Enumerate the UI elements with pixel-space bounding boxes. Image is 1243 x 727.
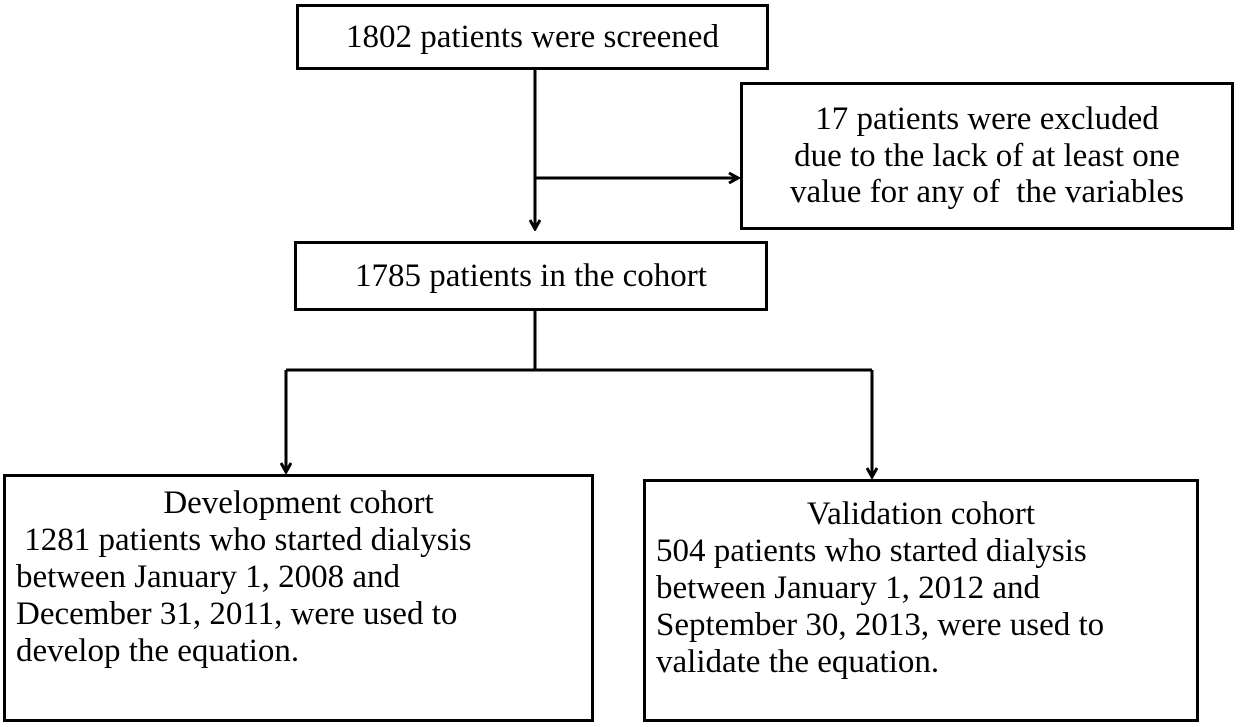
development-line: December 31, 2011, were used to <box>16 595 458 632</box>
development-title: Development cohort <box>163 485 434 521</box>
screened-text: 1802 patients were screened <box>346 18 719 55</box>
cohort-box: 1785 patients in the cohort <box>294 241 768 311</box>
validation-line: September 30, 2013, were used to <box>656 606 1105 643</box>
development-line: between January 1, 2008 and <box>16 558 400 595</box>
development-line: develop the equation. <box>16 632 300 669</box>
excluded-line: value for any of the variables <box>789 174 1184 211</box>
development-cohort-box: Development cohort 1281 patients who sta… <box>3 474 594 722</box>
validation-cohort-box: Validation cohort 504 patients who start… <box>643 479 1199 722</box>
screened-box: 1802 patients were screened <box>296 4 769 70</box>
cohort-text: 1785 patients in the cohort <box>355 257 707 294</box>
excluded-box: 17 patients were excluded due to the lac… <box>740 82 1234 230</box>
validation-title: Validation cohort <box>806 496 1036 532</box>
validation-line: between January 1, 2012 and <box>656 569 1040 606</box>
validation-line: 504 patients who started dialysis <box>656 532 1087 569</box>
development-line: 1281 patients who started dialysis <box>16 521 472 558</box>
validation-line: validate the equation. <box>656 643 940 680</box>
excluded-line: due to the lack of at least one <box>794 137 1180 174</box>
excluded-line: 17 patients were excluded <box>815 100 1159 137</box>
